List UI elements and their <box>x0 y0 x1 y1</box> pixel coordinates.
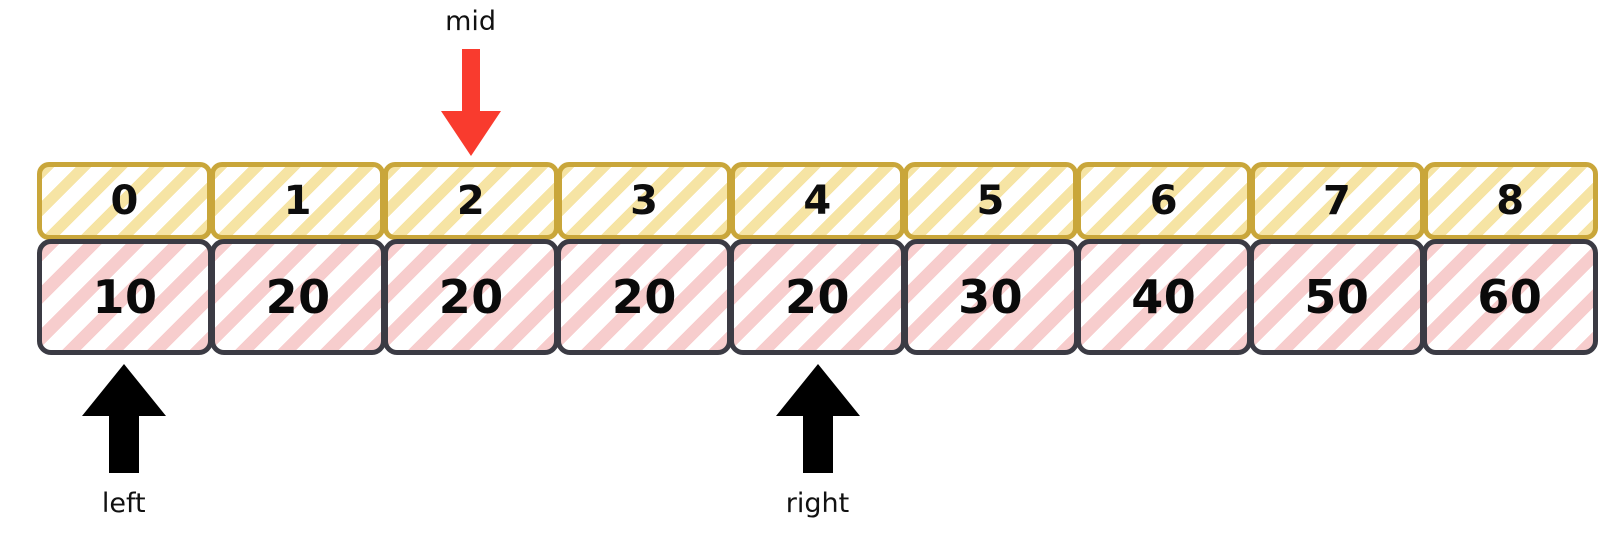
value-cell-label: 40 <box>1131 270 1197 324</box>
value-cell-label: 60 <box>1477 270 1543 324</box>
value-cell: 20 <box>556 239 733 355</box>
index-cell-label: 5 <box>976 178 1005 224</box>
right-arrow-up-icon <box>775 364 860 473</box>
index-cell-label: 2 <box>456 178 486 224</box>
value-cell-label: 10 <box>92 270 158 324</box>
value-cell: 50 <box>1248 239 1425 355</box>
value-cell: 30 <box>902 239 1079 355</box>
pointer-right: right <box>775 364 861 517</box>
left-arrow-up-icon <box>81 364 166 473</box>
value-cell-label: 20 <box>611 270 677 324</box>
index-cell: 3 <box>556 162 732 240</box>
value-cell: 60 <box>1421 239 1598 355</box>
index-cell: 0 <box>37 162 213 240</box>
index-cell: 1 <box>210 162 386 240</box>
value-cell-label: 30 <box>958 270 1024 324</box>
index-cell-label: 4 <box>803 178 832 224</box>
index-cell: 5 <box>903 162 1079 240</box>
pointer-mid: mid <box>440 8 502 157</box>
value-row: 10 20 20 20 20 30 40 50 <box>37 239 1598 355</box>
value-cell: 20 <box>729 239 906 355</box>
value-cell-label: 50 <box>1304 270 1370 324</box>
index-cell: 8 <box>1422 162 1598 240</box>
value-cell: 20 <box>383 239 560 355</box>
index-cell: 6 <box>1076 162 1252 240</box>
index-cell-label: 7 <box>1322 178 1352 224</box>
value-cell: 10 <box>37 239 214 355</box>
index-cell-label: 8 <box>1496 178 1525 224</box>
index-cell-label: 6 <box>1149 178 1179 224</box>
pointer-left: left <box>81 364 167 517</box>
index-row: 0 1 2 3 4 5 6 7 8 <box>37 162 1598 240</box>
pointer-left-label: left <box>101 488 146 519</box>
value-cell-label: 20 <box>784 270 850 324</box>
value-cell-label: 20 <box>438 270 504 324</box>
index-cell: 2 <box>383 162 559 240</box>
index-cell-label: 0 <box>110 178 139 224</box>
index-cell: 4 <box>729 162 906 240</box>
array-container: 0 1 2 3 4 5 6 7 8 <box>37 162 1598 355</box>
index-cell-label: 1 <box>283 178 312 224</box>
value-cell: 40 <box>1075 239 1252 355</box>
index-cell: 7 <box>1249 162 1425 240</box>
mid-arrow-down-icon <box>440 49 501 156</box>
value-cell-label: 20 <box>265 270 331 324</box>
index-cell-label: 3 <box>630 178 659 224</box>
value-cell: 20 <box>210 239 387 355</box>
pointer-mid-label: mid <box>445 6 497 37</box>
pointer-right-label: right <box>785 488 850 519</box>
